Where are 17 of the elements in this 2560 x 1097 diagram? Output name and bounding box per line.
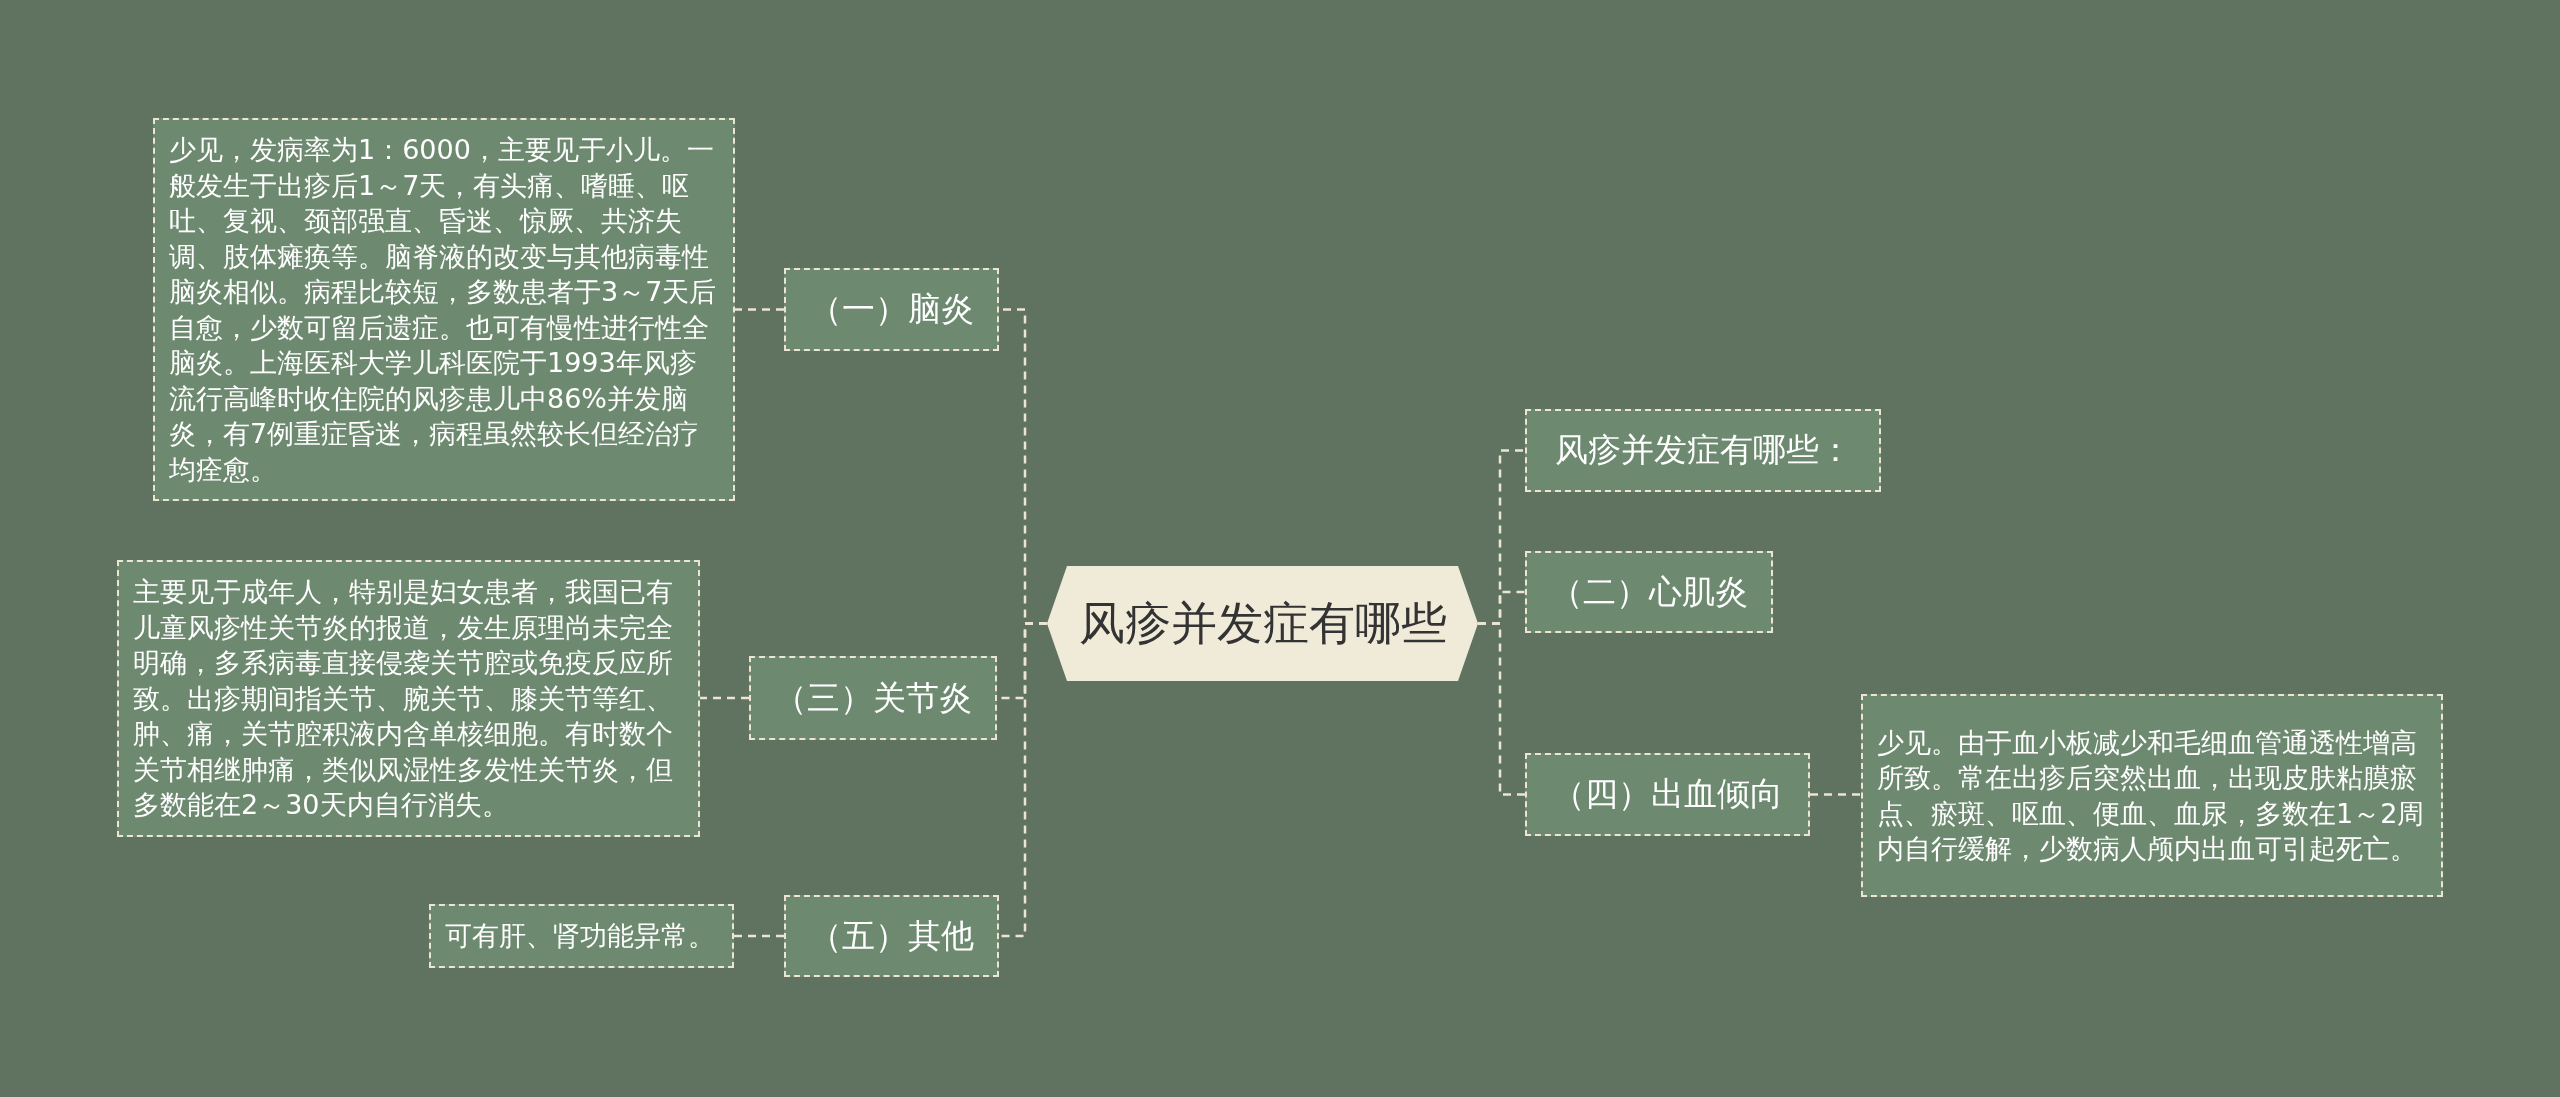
topic-box: （一）脑炎	[784, 268, 999, 351]
hexagon-node: 风疹并发症有哪些	[1047, 566, 1478, 681]
note-box: 主要见于成年人，特别是妇女患者，我国已有儿童风疹性关节炎的报道，发生原理尚未完全明确，多系病毒直接侵袭关节腔或免疫反应所致。出疹期间指关节、腕关节、膝关节等红、肿、痛，关节腔积液内含单核细胞。有时数个关节相继肿痛，类似风湿性多发性关节炎，但多数能在2～30天内自行消失。	[117, 560, 700, 837]
topic-box: （三）关节炎	[749, 656, 997, 740]
connector-line	[734, 934, 784, 938]
connector-line	[735, 308, 784, 311]
topic-box: （二）心肌炎	[1525, 551, 1773, 633]
connector-line	[1478, 622, 1525, 796]
topic-box: 风疹并发症有哪些：	[1525, 409, 1881, 492]
note-box: 可有肝、肾功能异常。	[429, 904, 734, 968]
topic-box: （四）出血倾向	[1525, 753, 1810, 836]
note-box: 少见。由于血小板减少和毛细血管通透性增高所致。常在出疹后突然出血，出现皮肤粘膜瘀点、瘀斑、呕血、便血、血尿，多数在1～2周内自行缓解，少数病人颅内出血可引起死亡。	[1861, 694, 2443, 897]
topic-box: （五）其他	[784, 895, 999, 977]
connector-line	[700, 696, 749, 700]
note-box: 少见，发病率为1：6000，主要见于小儿。一般发生于出疹后1～7天，有头痛、嗜睡、呕吐、复视、颈部强直、昏迷、惊厥、共济失调、肢体瘫痪等。脑脊液的改变与其他病毒性脑炎相似。病程比较短，多数患者于3～7天后自愈，少数可留后遗症。也可有慢性进行性全脑炎。上海医科大学儿科医院于1993年风疹流行高峰时收住院的风疹患儿中86%并发脑炎，有7例重症昏迷，病程虽然较长但经治疗均痊愈。	[153, 118, 735, 501]
connector-line	[1810, 793, 1861, 796]
connector-line	[999, 622, 1047, 938]
